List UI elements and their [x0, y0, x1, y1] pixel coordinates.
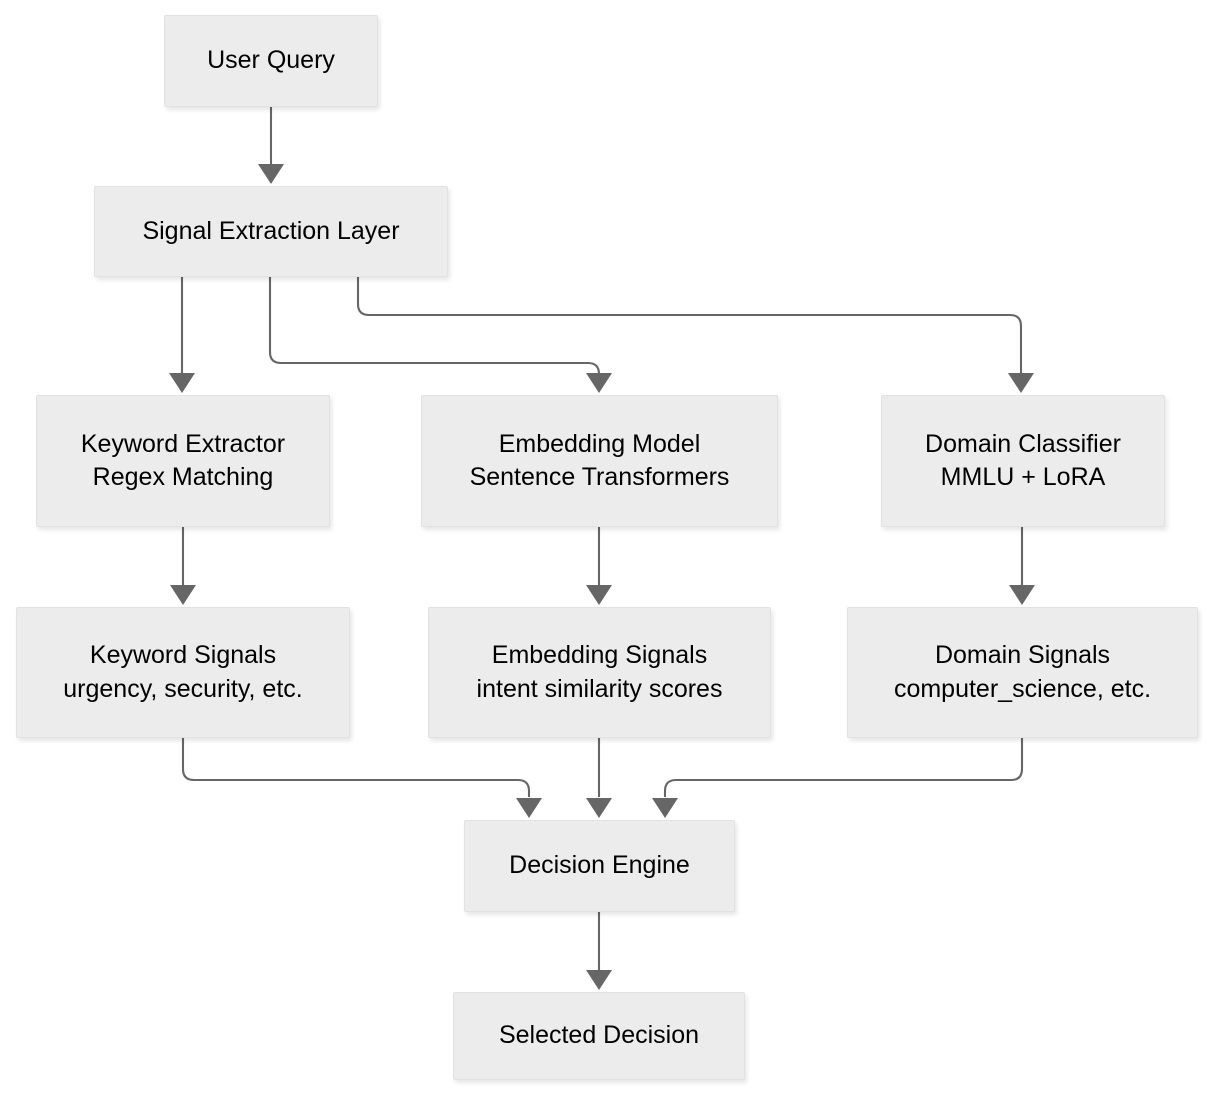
node-label-primary: Decision Engine — [509, 851, 690, 880]
arrowhead-arrow-to-decision-engine-right — [652, 798, 678, 818]
node-label-secondary: computer_science, etc. — [893, 674, 1152, 703]
node-embedding-signals[interactable]: Embedding Signals intent similarity score… — [428, 607, 771, 738]
arrowhead-arrow-to-decision-engine-left — [516, 798, 542, 818]
arrowhead-arrow-to-signal-extraction-layer — [258, 164, 284, 184]
node-label-primary: User Query — [207, 46, 335, 75]
edge-domain-signals-to-decision-engine — [663, 738, 1024, 797]
node-keyword-signals[interactable]: Keyword Signals urgency, security, etc. — [16, 607, 350, 738]
arrowhead-arrow-to-embedding-model — [586, 373, 612, 393]
edge-keyword-signals-to-decision-engine — [181, 738, 531, 797]
node-domain-signals[interactable]: Domain Signals computer_science, etc. — [847, 607, 1198, 738]
edge-signal-extraction-layer-to-domain-classifier — [356, 277, 1023, 381]
node-label-primary: Embedding Model — [498, 429, 701, 458]
node-label-primary: Keyword Extractor — [80, 429, 286, 458]
arrowhead-arrow-to-domain-signals — [1009, 585, 1035, 605]
node-label-primary: Signal Extraction Layer — [142, 216, 400, 245]
node-label-secondary: Sentence Transformers — [469, 463, 730, 491]
arrowhead-arrow-to-embedding-signals — [586, 585, 612, 605]
arrowhead-arrow-to-domain-classifier — [1008, 373, 1034, 393]
node-label-primary: Domain Classifier — [925, 429, 1121, 458]
node-label-primary: Domain Signals — [934, 641, 1111, 669]
node-label-secondary: urgency, security, etc. — [63, 674, 303, 703]
node-label-secondary: Regex Matching — [92, 463, 274, 491]
node-label-secondary: intent similarity scores — [476, 674, 723, 703]
node-label-primary: Selected Decision — [498, 1021, 700, 1050]
node-label-primary: Embedding Signals — [491, 641, 708, 669]
node-signal-extraction-layer[interactable]: Signal Extraction Layer — [94, 186, 448, 277]
node-label-primary: Keyword Signals — [89, 641, 277, 669]
node-label-secondary: MMLU + LoRA — [940, 463, 1106, 491]
edge-signal-extraction-layer-to-embedding-model — [268, 277, 601, 381]
node-decision-engine[interactable]: Decision Engine — [464, 820, 735, 912]
node-selected-decision[interactable]: Selected Decision — [453, 992, 745, 1080]
arrowhead-arrow-to-decision-engine-center — [586, 798, 612, 818]
arrowhead-arrow-to-selected-decision — [586, 970, 612, 990]
arrowhead-arrow-to-keyword-signals — [170, 585, 196, 605]
node-user-query[interactable]: User Query — [164, 15, 378, 107]
arrowhead-arrow-to-keyword-extractor — [169, 373, 195, 393]
